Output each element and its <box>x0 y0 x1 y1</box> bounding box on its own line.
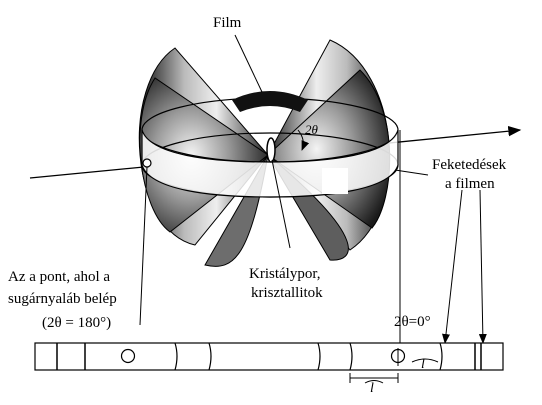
entry-point-label-line2: sugárnyaláb belép <box>8 291 117 307</box>
powder-label-leader <box>271 159 291 249</box>
spacing-symbol-right: l <box>421 357 425 372</box>
back-cone-middle <box>139 77 269 233</box>
film-gap <box>322 168 348 194</box>
spacing-arc-bottom <box>364 380 384 384</box>
spacing-symbol-bottom: l <box>370 381 374 396</box>
entry-point-marker <box>142 158 152 168</box>
blackening-label-line1: Feketedések <box>432 157 507 173</box>
film-cylinder <box>141 91 399 198</box>
blackening-label-line2: a filmen <box>445 176 495 192</box>
crystal-powder-label-line1: Kristálypor, <box>249 266 321 282</box>
unrolled-film-strip <box>34 342 504 371</box>
two-theta-arc <box>297 129 310 151</box>
blackening-leader-3 <box>478 189 487 344</box>
blackening-leader-2 <box>442 189 463 344</box>
film-top-dark-arc <box>232 91 308 112</box>
spacing-arc-right <box>411 358 439 363</box>
film-label-leader <box>234 34 263 93</box>
film-label: Film <box>213 15 242 31</box>
entry-point-label-line3: (2θ = 180°) <box>42 315 112 331</box>
two-theta-label: 2θ <box>305 122 318 137</box>
zero-angle-label: 2θ=0° <box>394 314 431 330</box>
entry-point-drop-line <box>139 166 148 326</box>
entry-point-label-line1: Az a pont, ahol a <box>8 269 111 285</box>
strip-entry-hole <box>120 348 136 364</box>
crystal-powder-sample <box>266 137 276 163</box>
crystal-powder-label-line2: krisztallitok <box>251 285 323 301</box>
